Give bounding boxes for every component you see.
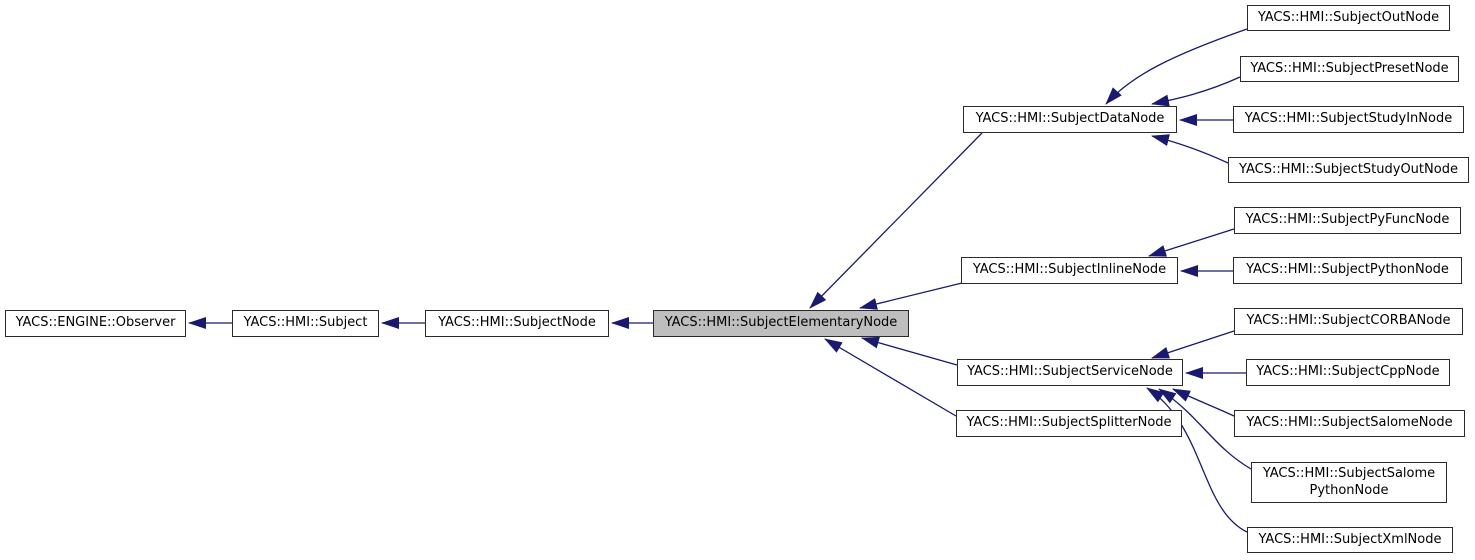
class-node-observer[interactable]: YACS::ENGINE::Observer: [5, 310, 186, 337]
edge-presetnode-to-datanode: [1151, 76, 1241, 107]
class-node-subject-salome-node[interactable]: YACS::HMI::SubjectSalomeNode: [1234, 410, 1465, 437]
edge-corbanode-to-servicenode: [1151, 330, 1235, 359]
class-node-subject-study-out-node[interactable]: YACS::HMI::SubjectStudyOutNode: [1228, 157, 1469, 183]
class-node-subject-inline-node[interactable]: YACS::HMI::SubjectInlineNode: [961, 257, 1178, 284]
class-node-subject-corba-node[interactable]: YACS::HMI::SubjectCORBANode: [1234, 308, 1463, 335]
class-node-subject-pyfunc-node[interactable]: YACS::HMI::SubjectPyFuncNode: [1234, 207, 1461, 234]
class-node-subject-splitter-node[interactable]: YACS::HMI::SubjectSplitterNode: [956, 410, 1182, 437]
class-node-subject-data-node[interactable]: YACS::HMI::SubjectDataNode: [963, 106, 1177, 133]
edge-servicenode-to-elementary: [861, 336, 958, 366]
edge-salomepythonnode-to-servicenode: [1158, 388, 1252, 470]
edge-pyfuncnode-to-inlinenode: [1148, 228, 1235, 257]
class-node-subject-study-in-node[interactable]: YACS::HMI::SubjectStudyInNode: [1233, 106, 1464, 133]
edge-outnode-to-datanode: [1105, 28, 1248, 105]
edge-xmlnode-to-servicenode: [1146, 387, 1248, 533]
edge-datanode-to-elementary: [809, 132, 983, 309]
class-node-subject-out-node[interactable]: YACS::HMI::SubjectOutNode: [1247, 5, 1450, 31]
class-node-subject-salome-python-node[interactable]: YACS::HMI::SubjectSalome PythonNode: [1251, 462, 1447, 503]
class-node-subject-node[interactable]: YACS::HMI::SubjectNode: [425, 310, 609, 337]
class-node-subject-service-node[interactable]: YACS::HMI::SubjectServiceNode: [957, 359, 1183, 386]
class-node-subject-xml-node[interactable]: YACS::HMI::SubjectXmlNode: [1247, 527, 1453, 553]
edge-studyoutnode-to-datanode: [1151, 134, 1229, 164]
class-node-subject-elementary-node-selected: YACS::HMI::SubjectElementaryNode: [653, 310, 909, 337]
class-node-subject[interactable]: YACS::HMI::Subject: [232, 310, 379, 337]
class-node-subject-python-node[interactable]: YACS::HMI::SubjectPythonNode: [1233, 257, 1462, 284]
edge-salomenode-to-servicenode: [1172, 388, 1235, 417]
edge-inlinenode-to-elementary: [859, 282, 963, 310]
edge-splitternode-to-elementary: [824, 338, 957, 417]
class-node-subject-preset-node[interactable]: YACS::HMI::SubjectPresetNode: [1240, 56, 1459, 82]
class-node-subject-cpp-node[interactable]: YACS::HMI::SubjectCppNode: [1246, 359, 1450, 386]
